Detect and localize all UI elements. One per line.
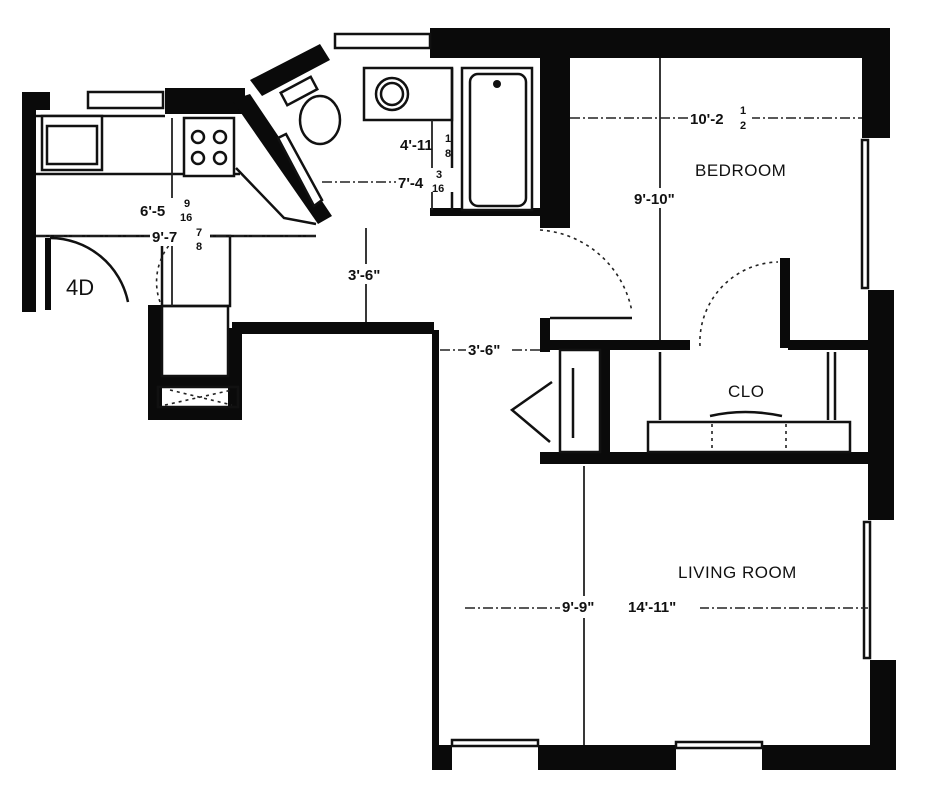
toilet-icon (279, 75, 342, 146)
dim-living-width: 14'-11" (628, 599, 676, 616)
dim-fraction: 1 (740, 105, 746, 117)
room-label-living-room: LIVING ROOM (678, 563, 797, 582)
closet (509, 261, 852, 454)
dim-fraction: 3 (436, 169, 442, 181)
dim-bedroom-width: 10'-2 (690, 111, 724, 128)
labels: 4D BEDROOM CLO LIVING ROOM 6'-5 9 16 9'-… (66, 105, 797, 618)
dim-fraction: 2 (740, 120, 746, 132)
windows (86, 32, 872, 750)
dim-fraction: 9 (184, 198, 190, 210)
dim-fraction: 8 (445, 148, 451, 160)
kitchen (36, 114, 317, 409)
dim-fraction: 16 (432, 183, 444, 195)
room-label-closet: CLO (728, 382, 764, 401)
dim-bath-length: 7'-4 (398, 175, 424, 192)
dim-fraction: 16 (180, 212, 192, 224)
dim-hall-width: 3'-6" (468, 342, 500, 359)
dim-living-depth: 9'-9" (562, 599, 594, 616)
dim-bath-width: 4'-11 (400, 137, 433, 154)
unit-label: 4D (66, 275, 94, 300)
dim-fraction: 7 (196, 227, 202, 239)
dim-kitchen-length: 9'-7 (152, 229, 177, 246)
bathroom (276, 66, 633, 320)
dim-fraction: 1 (445, 133, 451, 145)
dim-fraction: 8 (196, 241, 202, 253)
dim-hall-depth: 3'-6" (348, 267, 380, 284)
dim-kitchen-width: 6'-5 (140, 203, 165, 220)
bathtub-icon (460, 66, 534, 212)
room-label-bedroom: BEDROOM (695, 161, 786, 180)
stove-icon (182, 116, 236, 178)
dim-bedroom-depth: 9'-10" (634, 191, 675, 208)
sink-icon (40, 114, 104, 172)
bathroom-sink-icon (374, 76, 410, 112)
walls (22, 28, 896, 770)
